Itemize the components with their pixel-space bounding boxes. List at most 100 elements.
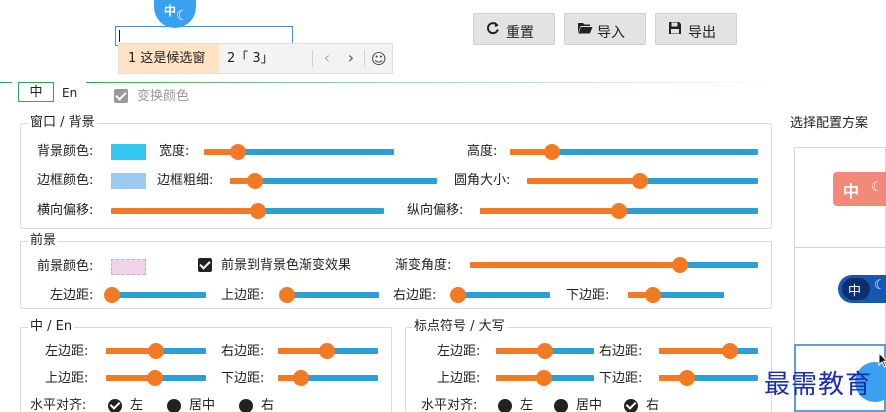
scheme-item-2-label: 中 <box>848 284 862 299</box>
fg-left-margin-label: 左边距: <box>50 288 94 303</box>
foreground-group <box>20 241 772 309</box>
gradient-angle-slider[interactable] <box>470 257 758 273</box>
zh-bottom-margin-slider[interactable] <box>278 370 378 386</box>
bg-color-swatch[interactable] <box>111 144 146 160</box>
punct-top-margin-label: 上边距: <box>437 371 481 386</box>
candidate-bar: 1 这是候选窗 2「 3」 ‹ › ☺ <box>118 43 393 74</box>
fg-bottom-margin-slider[interactable] <box>628 287 724 303</box>
export-button-label: 导出 <box>688 25 716 41</box>
moon-icon: ☾ <box>176 8 189 24</box>
border-width-label: 边框粗细: <box>157 173 214 188</box>
zh-bottom-margin-label: 下边距: <box>221 371 265 386</box>
punct-align-left-radio[interactable] <box>498 399 512 412</box>
tab-divider <box>0 82 12 83</box>
scheme-divider <box>795 247 885 248</box>
v-offset-slider[interactable] <box>480 203 758 219</box>
gradient-angle-label: 渐变角度: <box>395 258 452 273</box>
smile-icon[interactable]: ☺ <box>371 50 387 68</box>
tab-divider <box>86 82 786 83</box>
scheme-item-2-pill <box>842 278 870 300</box>
scheme-item-1[interactable]: 中 ☾ <box>833 172 886 206</box>
scheme-item-3-badge <box>855 362 886 402</box>
border-width-slider[interactable] <box>230 173 437 189</box>
scheme-panel-title: 选择配置方案 <box>790 116 869 131</box>
candidate-divider <box>312 50 313 67</box>
punct-align-center-label: 居中 <box>576 398 603 412</box>
candidate-item-1-label: 1 这是候选窗 <box>128 51 206 66</box>
h-offset-label: 横向偏移: <box>37 203 94 218</box>
h-offset-slider[interactable] <box>111 203 384 219</box>
punct-bottom-margin-slider[interactable] <box>659 370 758 386</box>
punct-align-right-radio[interactable] <box>624 399 638 412</box>
width-label: 宽度: <box>159 144 190 159</box>
mouse-cursor-icon <box>878 352 886 368</box>
zh-align-left-radio[interactable] <box>108 399 122 412</box>
zh-align-left-label: 左 <box>130 398 144 412</box>
fg-color-swatch[interactable] <box>111 259 146 275</box>
punct-right-margin-slider[interactable] <box>659 343 758 359</box>
height-slider[interactable] <box>510 144 758 160</box>
import-button[interactable]: 导入 <box>564 13 646 45</box>
chevron-right-icon[interactable]: › <box>347 48 355 67</box>
scheme-item-2[interactable]: 中 ☾ <box>838 275 886 303</box>
badge-label: 中 <box>164 4 177 18</box>
zh-en-group-title: 中 / En <box>28 319 75 335</box>
fg-left-margin-slider[interactable] <box>104 287 206 303</box>
moon-icon: ☾ <box>871 180 883 195</box>
zh-left-margin-slider[interactable] <box>106 343 206 359</box>
punct-caps-group <box>405 327 772 412</box>
punct-align-center-radio[interactable] <box>554 399 568 412</box>
candidate-divider <box>364 50 365 67</box>
punct-caps-group-title: 标点符号 / 大写 <box>412 319 507 335</box>
scheme-item-1-label: 中 <box>843 182 860 201</box>
width-slider[interactable] <box>204 144 394 160</box>
fg-right-margin-slider[interactable] <box>450 287 550 303</box>
height-label: 高度: <box>467 144 498 159</box>
window-bg-group-title: 窗口 / 背景 <box>28 115 97 131</box>
zh-right-margin-slider[interactable] <box>278 343 378 359</box>
tab-zh-label: 中 <box>29 85 43 100</box>
fg-top-margin-slider[interactable] <box>279 287 379 303</box>
corner-radius-slider[interactable] <box>527 173 758 189</box>
reset-button-label: 重置 <box>506 25 534 41</box>
ime-status-badge: 中 ☾ <box>154 0 196 28</box>
save-icon <box>669 22 681 34</box>
window-bg-group <box>20 123 772 229</box>
text-caret <box>119 30 120 42</box>
punct-left-margin-label: 左边距: <box>437 344 481 359</box>
punct-bottom-margin-label: 下边距: <box>599 371 643 386</box>
punct-left-margin-slider[interactable] <box>496 343 594 359</box>
zh-align-right-label: 右 <box>261 398 275 412</box>
gradient-checkbox[interactable] <box>198 258 212 272</box>
zh-align-center-radio[interactable] <box>167 399 181 412</box>
zh-left-margin-label: 左边距: <box>45 344 89 359</box>
swap-colors-checkbox[interactable] <box>114 89 128 103</box>
export-button[interactable]: 导出 <box>655 13 737 45</box>
zh-right-margin-label: 右边距: <box>221 344 265 359</box>
folder-open-icon <box>578 23 593 34</box>
border-color-label: 边框颜色: <box>37 173 94 188</box>
zh-align-center-label: 居中 <box>189 398 216 412</box>
chevron-left-icon[interactable]: ‹ <box>323 48 331 67</box>
tab-zh[interactable]: 中 <box>18 82 54 102</box>
gradient-checkbox-label: 前景到背景色渐变效果 <box>221 258 352 273</box>
zh-en-group <box>20 327 392 412</box>
candidate-item-2[interactable]: 2「 3」 <box>227 51 274 66</box>
border-color-swatch[interactable] <box>111 173 146 189</box>
fg-top-margin-label: 上边距: <box>221 288 265 303</box>
swap-colors-label: 变换颜色 <box>137 89 190 104</box>
punct-right-margin-label: 右边距: <box>599 344 643 359</box>
bg-color-label: 背景颜色: <box>37 144 94 159</box>
v-offset-label: 纵向偏移: <box>407 203 464 218</box>
reset-button[interactable]: 重置 <box>473 13 555 45</box>
punct-top-margin-slider[interactable] <box>496 370 594 386</box>
candidate-item-1[interactable]: 1 这是候选窗 <box>119 44 219 73</box>
import-button-label: 导入 <box>597 25 625 41</box>
zh-top-margin-slider[interactable] <box>106 370 206 386</box>
zh-align-right-radio[interactable] <box>239 399 253 412</box>
foreground-group-title: 前景 <box>28 233 59 249</box>
tab-en[interactable]: En <box>56 84 86 102</box>
refresh-icon <box>487 22 499 35</box>
watermark-text: 最需教育 <box>764 370 873 400</box>
punct-align-left-label: 左 <box>520 398 534 412</box>
